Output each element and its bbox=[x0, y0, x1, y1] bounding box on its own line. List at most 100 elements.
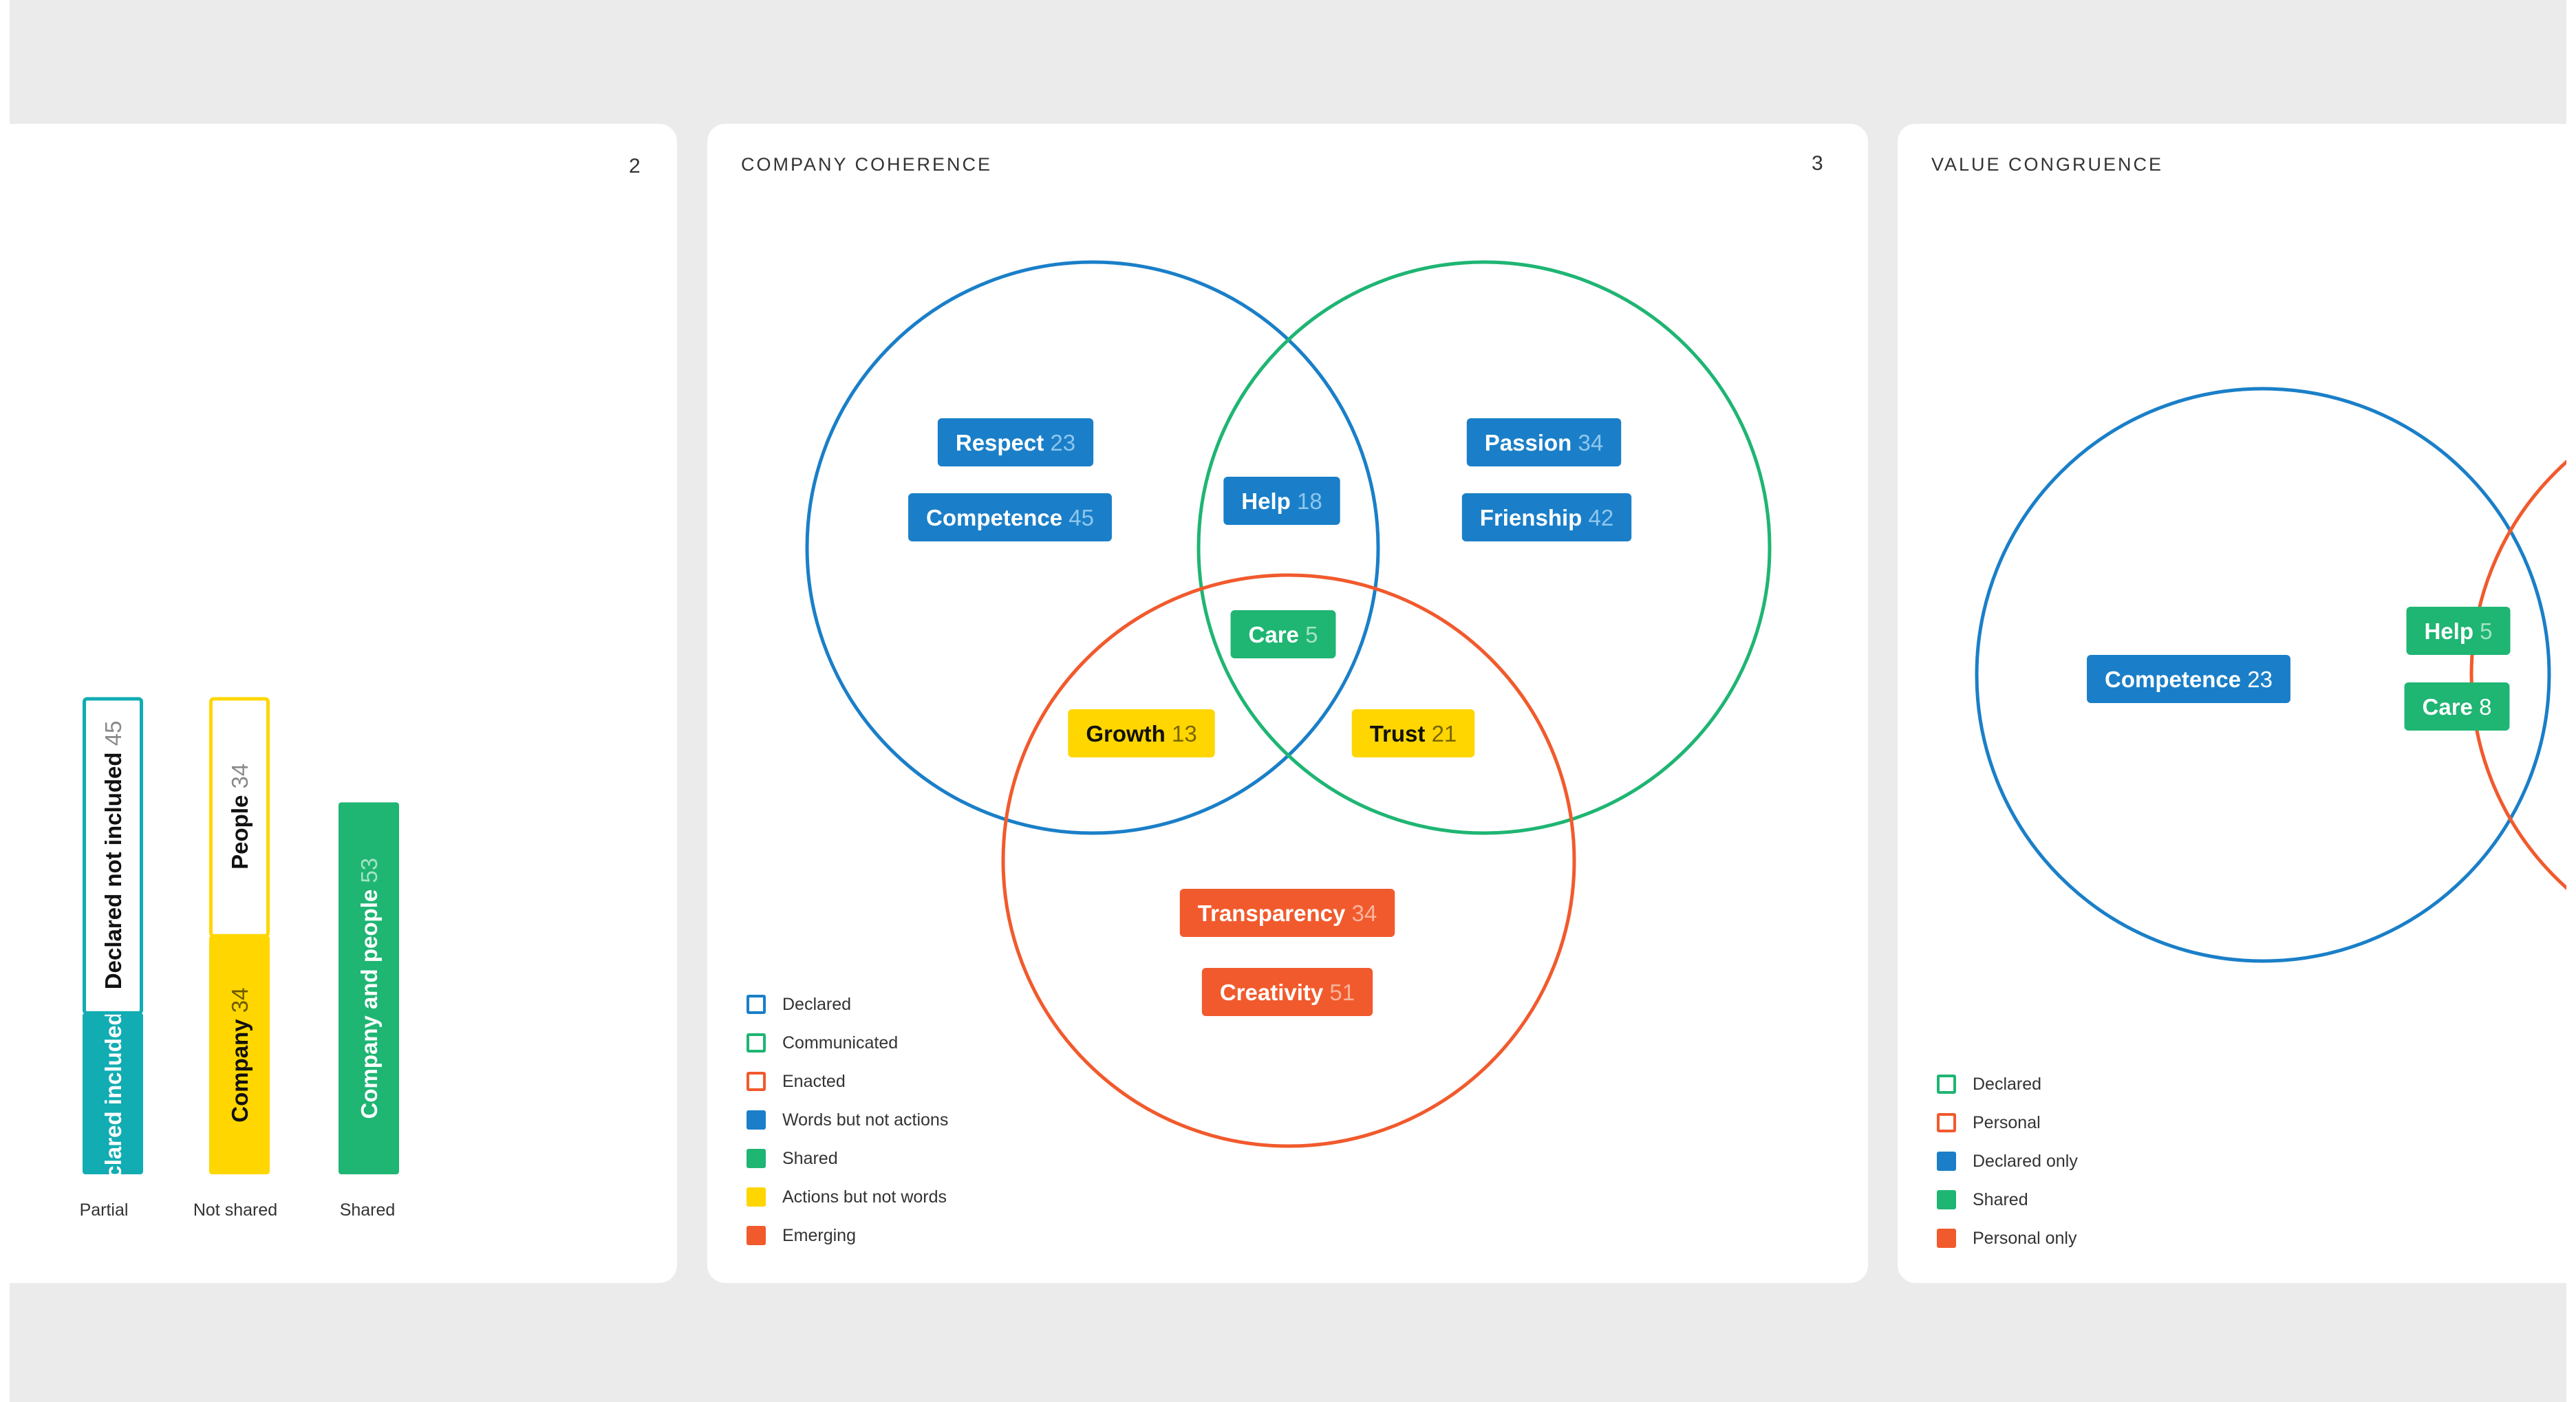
legend-item-declared-only: Declared only bbox=[1937, 1142, 2078, 1180]
bar-segment-label: Company 34 bbox=[227, 987, 253, 1122]
value-tag-passion[interactable]: Passion 34 bbox=[1466, 418, 1622, 466]
bar-segment-people bbox=[209, 697, 270, 938]
value-tag-creativity[interactable]: Creativity 51 bbox=[1201, 968, 1373, 1016]
legend-item-words-but-not-actions: Words but not actions bbox=[747, 1101, 948, 1139]
tag-text: Frienship 42 bbox=[1480, 505, 1613, 530]
tag-label: Passion bbox=[1485, 430, 1578, 455]
tag-count: 21 bbox=[1432, 721, 1457, 746]
value-tag-care[interactable]: Care 5 bbox=[1230, 610, 1336, 658]
stacked-bars-chart: Declared included 23Declared not include… bbox=[83, 697, 399, 1207]
segment-value: 53 bbox=[356, 858, 382, 883]
bar-category-label: Not shared bbox=[193, 1200, 278, 1220]
tag-background bbox=[2406, 607, 2511, 655]
legend-item-communicated: Communicated bbox=[747, 1024, 948, 1062]
venn-circle-declared bbox=[805, 260, 1380, 835]
value-tag-help[interactable]: Help 18 bbox=[1223, 477, 1340, 525]
legend-swatch bbox=[747, 995, 766, 1014]
legend-swatch bbox=[1937, 1113, 1956, 1132]
tag-text: Creativity 51 bbox=[1220, 980, 1355, 1005]
value-tag-transparency[interactable]: Transparency 34 bbox=[1179, 889, 1395, 937]
value-tag-growth[interactable]: Growth 13 bbox=[1068, 709, 1215, 757]
bar-segment-company bbox=[209, 936, 270, 1174]
tag-background bbox=[1179, 889, 1395, 937]
value-tag-frienship[interactable]: Frienship 42 bbox=[1461, 493, 1632, 541]
segment-value: 34 bbox=[227, 764, 253, 789]
tag-background bbox=[1351, 709, 1475, 757]
tag-text: Care 5 bbox=[1249, 622, 1318, 647]
tag-label: Respect bbox=[956, 430, 1051, 455]
value-tag-help[interactable]: Help 5 bbox=[2406, 607, 2511, 655]
tag-label: Transparency bbox=[1198, 900, 1352, 926]
tag-count: 5 bbox=[2480, 618, 2492, 644]
value-tag-care[interactable]: Care 8 bbox=[2404, 682, 2510, 731]
legend-label: Communicated bbox=[782, 1033, 899, 1053]
bar-segment-label: Company and people 53 bbox=[356, 858, 382, 1119]
tag-background bbox=[1201, 968, 1373, 1016]
value-tag-competence[interactable]: Competence 23 bbox=[2087, 655, 2290, 703]
legend-item-declared: Declared bbox=[747, 985, 948, 1024]
legend-item-personal: Personal bbox=[1937, 1103, 2078, 1142]
legend-item-emerging: Emerging bbox=[747, 1216, 948, 1255]
bar-partial: Declared included 23Declared not include… bbox=[83, 697, 143, 1207]
venn-circle-enacted bbox=[1001, 573, 1576, 1148]
bar-segment-declared-included bbox=[83, 1013, 143, 1174]
legend-label: Words but not actions bbox=[782, 1110, 949, 1130]
panel-number: 3 bbox=[1812, 152, 1823, 175]
tag-background bbox=[1466, 418, 1622, 466]
legend-item-shared: Shared bbox=[1937, 1180, 2078, 1219]
tag-label: Trust bbox=[1370, 721, 1432, 746]
legend-swatch bbox=[747, 1226, 766, 1245]
segment-name: People bbox=[227, 788, 253, 869]
bar-segment-company-and-people bbox=[339, 802, 399, 1174]
tag-label: Care bbox=[2423, 694, 2480, 720]
tag-count: 45 bbox=[1069, 505, 1094, 530]
venn-circle-declared bbox=[1975, 387, 2551, 963]
tag-text: Growth 13 bbox=[1086, 721, 1196, 746]
legend-swatch bbox=[1937, 1190, 1956, 1209]
legend-item-declared: Declared bbox=[1937, 1065, 2078, 1103]
panel-title: COMPANY COHERENCE bbox=[741, 154, 993, 175]
tag-text: Help 18 bbox=[1241, 488, 1322, 514]
legend-swatch bbox=[1937, 1075, 1956, 1094]
legend-swatch bbox=[747, 1033, 766, 1053]
tag-text: Respect 23 bbox=[956, 430, 1075, 455]
legend-item-enacted: Enacted bbox=[747, 1062, 948, 1101]
legend-swatch bbox=[747, 1187, 766, 1207]
tag-count: 23 bbox=[1050, 430, 1075, 455]
tag-text: Trust 21 bbox=[1370, 721, 1457, 746]
segment-value: 34 bbox=[227, 987, 253, 1013]
venn-circle-communicated bbox=[1196, 260, 1772, 835]
tag-text: Competence 45 bbox=[926, 505, 1094, 530]
tag-background bbox=[2087, 655, 2290, 703]
panel-title: VALUE CONGRUENCE bbox=[1931, 154, 2164, 175]
bar-chart-panel: 2 Declared included 23Declared not inclu… bbox=[10, 124, 677, 1283]
segment-name: Company bbox=[227, 1013, 253, 1123]
legend-label: Emerging bbox=[782, 1225, 856, 1245]
tag-count: 42 bbox=[1588, 505, 1613, 530]
legend-item-personal-only: Personal only bbox=[1937, 1219, 2078, 1258]
segment-value: 45 bbox=[100, 721, 126, 746]
legend-label: Declared bbox=[782, 994, 852, 1014]
legend-label: Declared bbox=[1973, 1074, 2042, 1094]
tag-count: 34 bbox=[1578, 430, 1604, 455]
tag-text: Transparency 34 bbox=[1198, 900, 1377, 926]
panel-number: 2 bbox=[629, 155, 641, 177]
legend-swatch bbox=[1937, 1152, 1956, 1171]
tag-label: Care bbox=[1249, 622, 1306, 647]
value-tag-respect[interactable]: Respect 23 bbox=[937, 418, 1094, 466]
value-tag-competence[interactable]: Competence 45 bbox=[908, 493, 1112, 541]
tag-text: Help 5 bbox=[2424, 618, 2492, 644]
tag-background bbox=[1230, 610, 1336, 658]
tag-count: 23 bbox=[2247, 667, 2273, 692]
tag-background bbox=[937, 418, 1094, 466]
tag-label: Competence bbox=[2105, 667, 2247, 692]
legend-label: Personal only bbox=[1973, 1228, 2077, 1248]
segment-name: Declared not included bbox=[100, 746, 126, 989]
value-tag-trust[interactable]: Trust 21 bbox=[1351, 709, 1475, 757]
legend-swatch bbox=[747, 1110, 766, 1130]
bar-segment-label: Declared not included 45 bbox=[100, 721, 126, 990]
tag-background bbox=[1223, 477, 1340, 525]
